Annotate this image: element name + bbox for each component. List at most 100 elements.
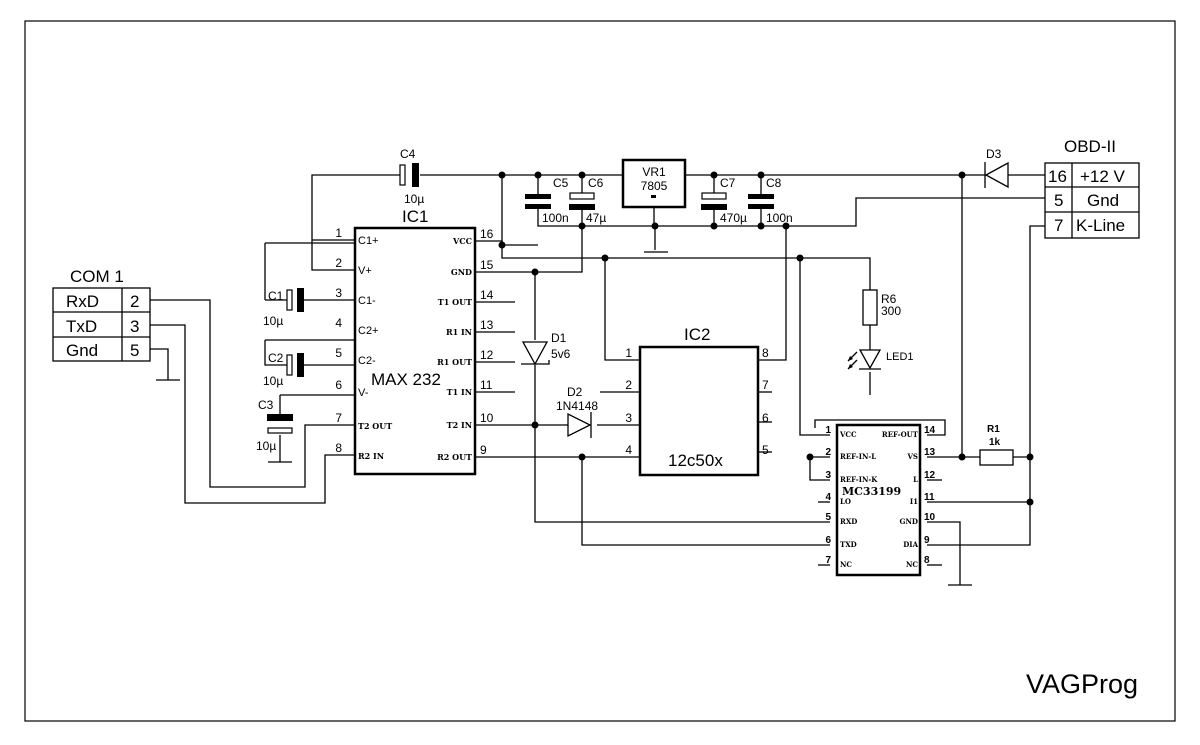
ic1-pin-15-name: GND	[451, 267, 472, 277]
ic3-pin-9-name: DIA	[903, 540, 918, 549]
ic3-pin-12-number: 12	[924, 470, 936, 481]
r6-value: 300	[881, 304, 901, 318]
c2-value: 10µ	[263, 374, 283, 388]
ic1-pin-15-number: 15	[480, 258, 494, 272]
d1-value: 5v6	[551, 347, 571, 361]
ic3-pin-4-number: 4	[825, 492, 831, 503]
obd-12v: +12 V	[1080, 167, 1126, 186]
obd-title: OBD-II	[1064, 137, 1116, 156]
ic3-pin-6-name: TXD	[840, 540, 857, 549]
ic3-pin-2-number: 2	[825, 447, 831, 458]
ic3-pin-10-number: 10	[924, 512, 936, 523]
ic3-pin-14-name: REF-OUT	[882, 430, 919, 439]
com1-pin-3: 3	[130, 317, 139, 336]
ic1-pin-8-number: 8	[335, 441, 342, 455]
c2-ref: C2	[268, 351, 284, 365]
ic2-pin-8-number: 8	[762, 346, 769, 360]
com1-title: COM 1	[70, 267, 124, 286]
ic3-pin-5-name: RXD	[840, 517, 857, 526]
capacitor-c7: C7 470µ	[701, 175, 747, 226]
obd-gnd: Gnd	[1087, 191, 1119, 210]
ic2-pin-2-number: 2	[625, 378, 632, 392]
c7-ref: C7	[720, 176, 736, 190]
c5-ref: C5	[553, 176, 569, 190]
ic1-part: MAX 232	[371, 370, 441, 389]
obd-kline: K-Line	[1076, 216, 1125, 235]
ic1-pin-4-name: C2+	[358, 325, 379, 337]
junction-dots	[498, 171, 1034, 506]
ic1-pin-13-name: R1 IN	[446, 327, 472, 337]
ic1-pin-7-name: T2 OUT	[358, 421, 392, 431]
ic1-pin-9-name: R2 OUT	[437, 452, 472, 462]
vr1-value: 7805	[641, 179, 668, 193]
c1-value: 10µ	[263, 314, 283, 328]
obd-pin-5: 5	[1054, 191, 1063, 210]
ic1-pin-6-name: V-	[358, 387, 369, 399]
resistor-r6: R6 300	[862, 289, 901, 326]
ic1-pin-4-number: 4	[335, 316, 342, 330]
ic1-pin-12-name: R1 OUT	[437, 357, 472, 367]
resistor-r1: R1 1k	[979, 424, 1014, 466]
ic3-pin-3-number: 3	[825, 470, 831, 481]
capacitor-c6: C6 47µ	[569, 175, 606, 226]
ic2-pin-6-number: 6	[762, 411, 769, 425]
ic1-pin-9-number: 9	[480, 443, 487, 457]
obd-pin-7: 7	[1054, 216, 1063, 235]
ic3-part: MC33199	[842, 485, 901, 498]
ic3-pin-7-name: NC	[840, 560, 852, 569]
capacitor-c8: C8 100n	[748, 175, 793, 226]
d2-ref: D2	[567, 385, 583, 399]
capacitor-c1: C1 10µ	[263, 288, 304, 328]
c1-ref: C1	[268, 289, 284, 303]
r1-value: 1k	[989, 437, 1001, 448]
c4-ref: C4	[400, 147, 416, 161]
ic1-max232: IC1 MAX 232 1C1+2V+3C1-4C2+5C2-6V-7T2 OU…	[335, 207, 494, 476]
c4-value: 10µ	[404, 192, 424, 206]
ic2-pin-4-number: 4	[625, 443, 632, 457]
diode-d2: D2 1N4148	[556, 385, 598, 438]
ic1-pin-12-number: 12	[480, 348, 494, 362]
ic3-pin-8-name: NC	[906, 560, 918, 569]
capacitor-c4: C4 10µ	[399, 147, 424, 206]
capacitor-c5: C5 100n	[525, 175, 569, 225]
c7-value: 470µ	[720, 211, 747, 225]
ic3-pin-2-name: REF-IN-L	[840, 452, 876, 461]
ic3-pin-5-number: 5	[825, 512, 831, 523]
ic3-pin-6-number: 6	[825, 535, 831, 546]
ic2-pin-3-number: 3	[625, 411, 632, 425]
ic1-pin-14-number: 14	[480, 288, 494, 302]
led1-ref: LED1	[886, 351, 914, 363]
ic1-pin-2-name: V+	[358, 265, 372, 277]
ic3-pin-11-name: I1	[910, 497, 918, 506]
ic1-pin-7-number: 7	[335, 411, 342, 425]
com1-connector: COM 1 RxD 2 TxD 3 Gnd 5	[52, 267, 151, 362]
r6-ref: R6	[881, 292, 897, 306]
d3-ref: D3	[986, 147, 1002, 161]
ic3-pin-10-name: GND	[900, 517, 918, 526]
obd-pin-16: 16	[1048, 167, 1067, 186]
ic2-pin-1-number: 1	[625, 346, 632, 360]
ic1-pin-16-number: 16	[480, 227, 494, 241]
d2-value: 1N4148	[556, 399, 598, 413]
ic3-pin-11-number: 11	[924, 492, 935, 503]
capacitor-c2: C2 10µ	[263, 351, 304, 388]
ic3-pin-13-number: 13	[924, 447, 936, 458]
ic1-pin-3-number: 3	[335, 286, 342, 300]
ic3-pin-8-number: 8	[924, 555, 930, 566]
ic2-ref: IC2	[684, 325, 710, 344]
ic3-pin-14-number: 14	[924, 425, 936, 436]
ic1-pin-10-number: 10	[480, 411, 494, 425]
capacitor-c3: C3 10µ	[256, 398, 293, 453]
c8-value: 100n	[766, 211, 793, 225]
com1-pin-2: 2	[130, 292, 139, 311]
c5-value: 100n	[542, 211, 569, 225]
ic2-pin-5-number: 5	[762, 443, 769, 457]
c3-value: 10µ	[256, 439, 276, 453]
